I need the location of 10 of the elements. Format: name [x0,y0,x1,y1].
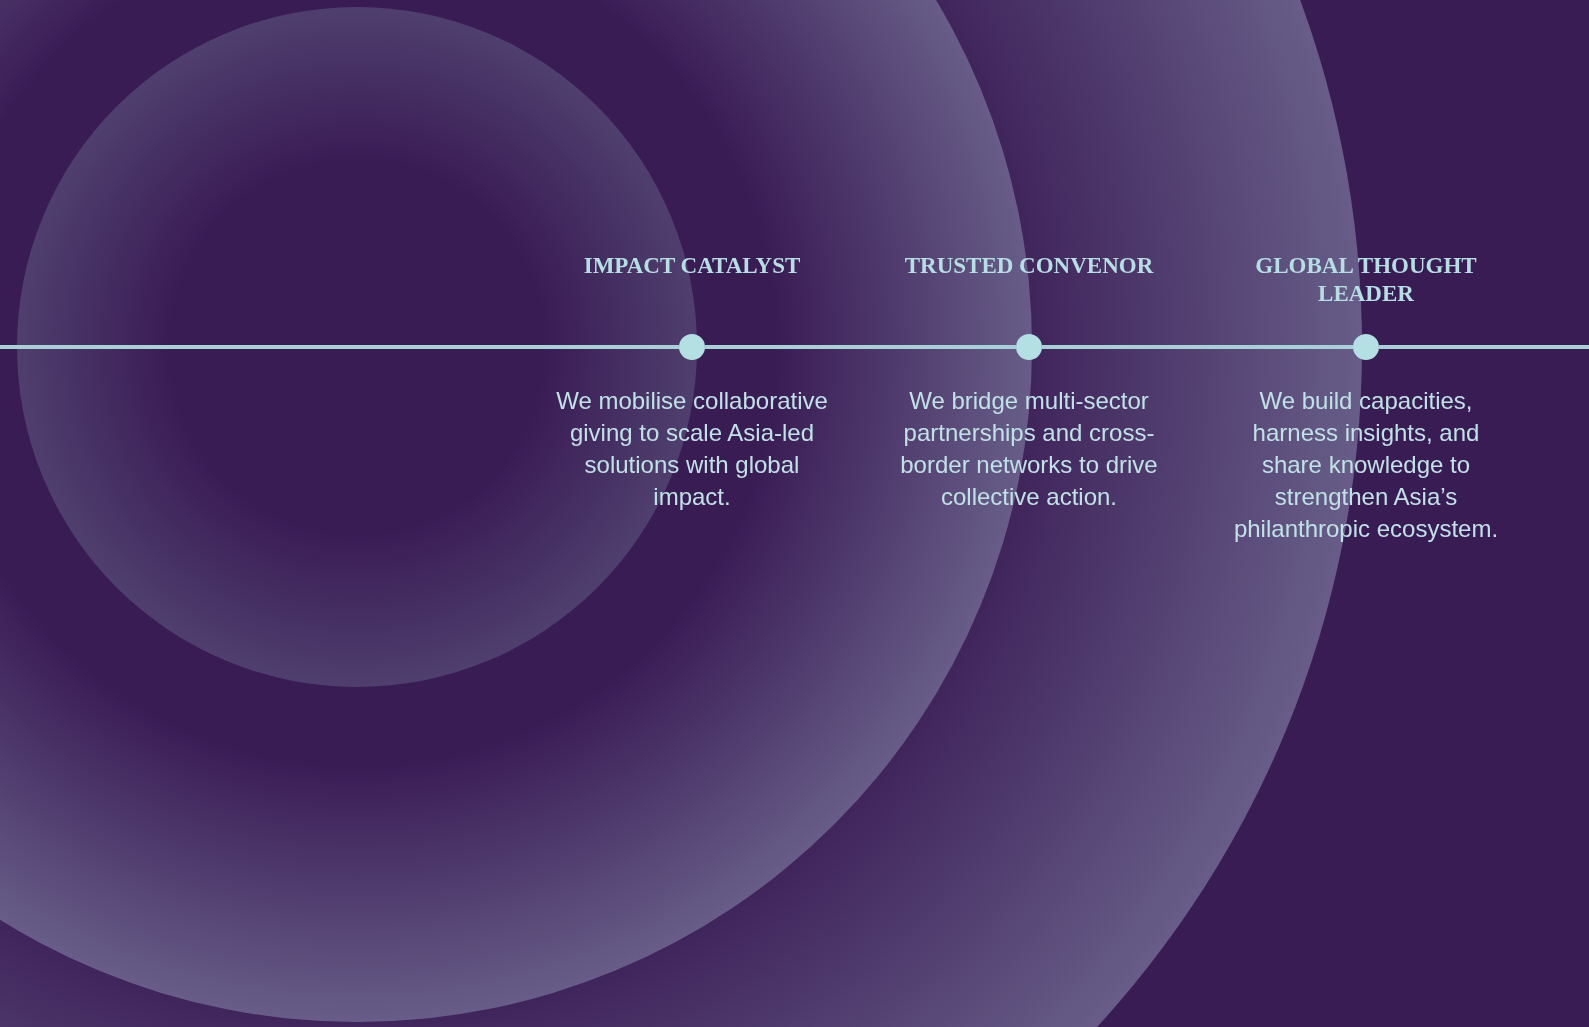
milestone-description: We mobilise collaborative giving to scale Asia-led solutions with global impact. [555,386,829,512]
timeline-line [1379,345,1589,349]
milestone-heading: IMPACT CATALYST [582,252,802,280]
milestone-heading: GLOBAL THOUGHT LEADER [1254,252,1478,308]
timeline-line [705,345,1016,349]
milestone-heading: TRUSTED CONVENOR [904,252,1154,280]
milestone-description: We build capacities, harness insights, and share knowledge to strengthen Asia’s philanthropic ecosystem. [1232,386,1500,544]
timeline-line [0,345,679,349]
timeline-line [1042,345,1353,349]
milestone-description: We bridge multi-sector partnerships and cross-border networks to drive collective action. [899,386,1159,512]
